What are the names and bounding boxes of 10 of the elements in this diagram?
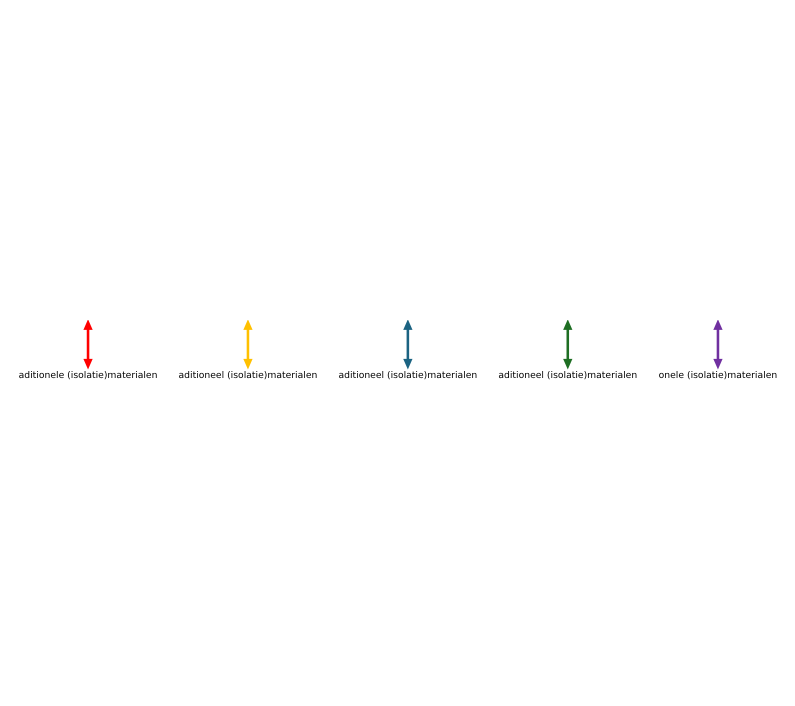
arrow	[402, 320, 412, 369]
arrow	[562, 320, 572, 369]
node-text: aditionele (isolatie)materialen	[18, 369, 157, 380]
node-text: aditioneel (isolatie)materialen	[498, 369, 637, 380]
arrow	[712, 320, 722, 369]
node-text: aditioneel (isolatie)materialen	[338, 369, 477, 380]
arrow	[242, 320, 252, 369]
node-text: aditioneel (isolatie)materialen	[178, 369, 317, 380]
arrow	[82, 320, 92, 369]
node-text: onele (isolatie)materialen	[658, 369, 777, 380]
